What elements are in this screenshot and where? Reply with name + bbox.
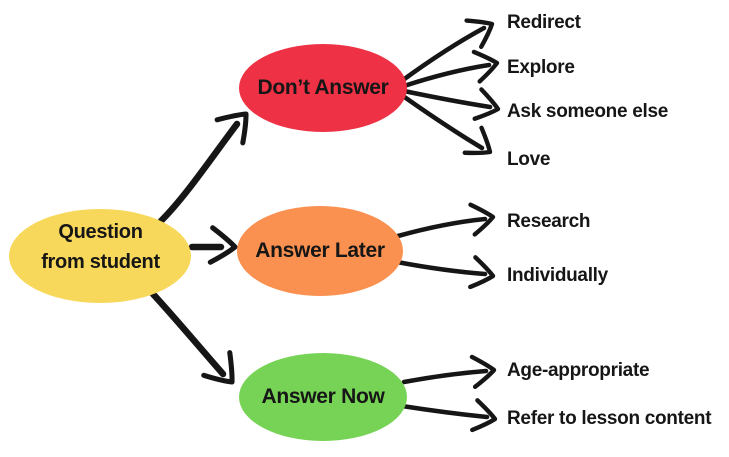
arrow-dont-answer-to-explore: [401, 47, 500, 89]
arrow-dont-answer-to-redirect: [400, 10, 499, 83]
answer-now-ellipse: [239, 353, 407, 441]
arrow-dont-answer-to-ask-someone-else: [401, 89, 501, 122]
outcome-explore: Explore: [507, 57, 575, 78]
dont-answer-ellipse: [239, 44, 407, 132]
arrow-answer-now-to-age-appropriate: [401, 354, 496, 387]
branch-label-answer-now: Answer Now: [261, 385, 385, 408]
root-label-line-2: from student: [41, 251, 160, 273]
outcome-age-appropriate: Age-appropriate: [507, 360, 650, 381]
outcome-ask-someone-else: Ask someone else: [507, 101, 669, 122]
arrow-answer-now-to-refer-to-lesson-content: [399, 400, 497, 433]
arrow-answer-later-to-research: [395, 201, 495, 239]
root-label-line-1: Question: [58, 221, 143, 243]
arrow-answer-later-to-individually: [394, 257, 495, 290]
arrow-root-to-dont-answer: [157, 102, 258, 225]
outcome-redirect: Redirect: [507, 12, 581, 33]
outcome-research: Research: [507, 211, 591, 232]
answer-later-ellipse: [237, 206, 403, 296]
root-node-label: Question from student: [10, 200, 191, 294]
branch-label-dont-answer: Don’t Answer: [257, 76, 389, 99]
outcome-individually: Individually: [507, 265, 608, 286]
outcome-refer-to-lesson-content: Refer to lesson content: [507, 408, 712, 429]
arrow-root-to-answer-now: [149, 290, 245, 393]
arrow-dont-answer-to-love: [400, 93, 498, 164]
arrow-root-to-answer-later: [188, 228, 236, 263]
outcome-love: Love: [507, 149, 551, 170]
branch-label-answer-later: Answer Later: [255, 239, 385, 262]
root-ellipse: [9, 209, 191, 303]
